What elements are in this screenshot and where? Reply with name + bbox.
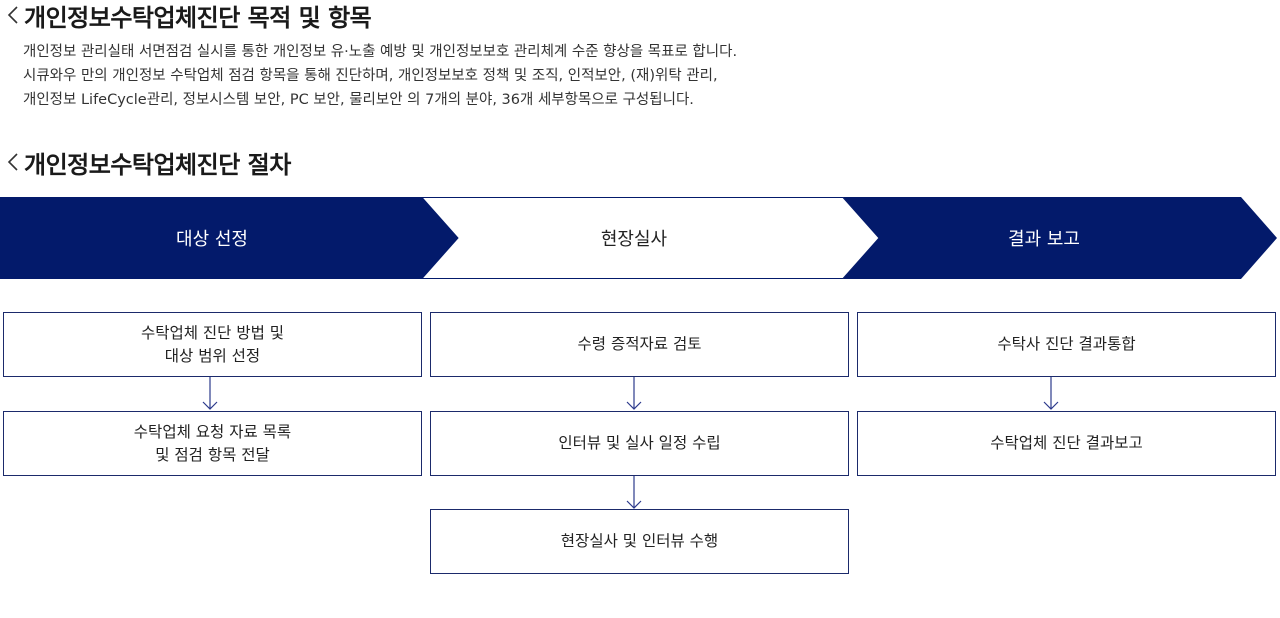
- description-line: 개인정보 LifeCycle관리, 정보시스템 보안, PC 보안, 물리보안 …: [23, 92, 694, 108]
- arrow-down-icon: [626, 476, 642, 509]
- arrow-down-icon: [1043, 377, 1059, 410]
- description-line: 시큐와우 만의 개인정보 수탁업체 점검 항목을 통해 진단하며, 개인정보보호…: [23, 68, 718, 84]
- step-text: 수탁업체 요청 자료 목록: [133, 422, 292, 441]
- arrow-down-icon: [626, 377, 642, 410]
- step-box: 수탁업체 진단 방법 및 대상 범위 선정: [3, 312, 422, 377]
- purpose-description: 개인정보 관리실태 서면점검 실시를 통한 개인정보 유·노출 예방 및 개인정…: [23, 40, 1263, 112]
- stage-bar: 대상 선정 현장실사 결과 보고: [0, 197, 1280, 279]
- purpose-section-title: 개인정보수탁업체진단 목적 및 항목: [6, 0, 372, 32]
- step-box: 수탁업체 진단 결과보고: [857, 411, 1276, 476]
- step-text: 수령 증적자료 검토: [577, 335, 702, 353]
- stage-chevron-0: [0, 197, 458, 279]
- step-box: 수탁사 진단 결과통합: [857, 312, 1276, 377]
- chevron-left-icon: [7, 6, 18, 24]
- description-line: 개인정보 관리실태 서면점검 실시를 통한 개인정보 유·노출 예방 및 개인정…: [23, 44, 738, 60]
- step-text: 및 점검 항목 전달: [155, 445, 270, 464]
- step-box: 수령 증적자료 검토: [430, 312, 849, 377]
- stage-chevrons: [0, 197, 1277, 279]
- step-box: 수탁업체 요청 자료 목록 및 점검 항목 전달: [3, 411, 422, 476]
- procedure-section-title: 개인정보수탁업체진단 절차: [6, 146, 291, 179]
- chevron-left-icon: [7, 153, 18, 171]
- stage-chevron-2: [843, 197, 1277, 279]
- step-text: 수탁업체 진단 결과보고: [990, 434, 1143, 452]
- stage-label-result-report: 결과 보고: [1008, 229, 1080, 250]
- step-text: 현장실사 및 인터뷰 수행: [560, 532, 719, 550]
- stage-label-target-selection: 대상 선정: [176, 229, 248, 250]
- step-text: 대상 범위 선정: [164, 346, 261, 365]
- step-text: 수탁업체 진단 방법 및: [140, 323, 285, 342]
- arrow-down-icon: [202, 377, 218, 410]
- stage-chevron-1: [420, 197, 880, 279]
- procedure-title-text: 개인정보수탁업체진단 절차: [24, 150, 291, 179]
- step-text: 인터뷰 및 실사 일정 수립: [558, 434, 721, 452]
- step-box: 현장실사 및 인터뷰 수행: [430, 509, 849, 574]
- step-text: 수탁사 진단 결과통합: [997, 335, 1136, 353]
- purpose-title-text: 개인정보수탁업체진단 목적 및 항목: [24, 3, 372, 32]
- step-box: 인터뷰 및 실사 일정 수립: [430, 411, 849, 476]
- stage-label-onsite-inspection: 현장실사: [600, 229, 668, 250]
